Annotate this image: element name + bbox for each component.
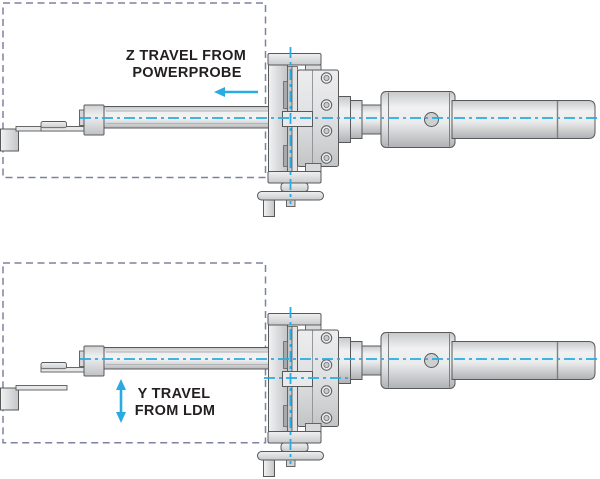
spindle-neck bbox=[361, 104, 382, 135]
bolt-center-icon bbox=[323, 102, 330, 109]
z-travel-boundary-box bbox=[2, 2, 267, 179]
stylus-contact-pad bbox=[40, 121, 67, 129]
workpiece-bracket bbox=[0, 385, 68, 411]
bolt-center-icon bbox=[323, 154, 330, 161]
workpiece-block bbox=[0, 128, 19, 152]
bolt-center-icon bbox=[323, 127, 330, 134]
cross-slide-block bbox=[282, 111, 313, 127]
collar-pin-hole bbox=[424, 112, 439, 127]
spindle-collar bbox=[380, 91, 456, 148]
down-arrow-head bbox=[116, 412, 126, 423]
flange-column-assembly bbox=[256, 306, 340, 478]
left-arrow-head bbox=[214, 87, 225, 97]
y-travel-arrow-icon bbox=[116, 379, 126, 423]
up-arrow-head bbox=[116, 379, 126, 390]
column-bottom-cap bbox=[267, 171, 322, 184]
column-top-cap bbox=[267, 53, 322, 66]
z-travel-diagram: Z TRAVEL FROM POWERPROBE bbox=[0, 2, 600, 217]
spindle-ring-large bbox=[338, 96, 351, 143]
stylus-holder bbox=[83, 104, 105, 136]
flange-column-assembly bbox=[257, 47, 339, 217]
column-bottom-step bbox=[305, 163, 322, 172]
y-travel-boundary-box bbox=[2, 262, 267, 444]
base-stem bbox=[280, 182, 309, 192]
z-travel-arrow-icon bbox=[214, 87, 258, 97]
flange-bolts bbox=[320, 72, 333, 164]
spindle-ring-medium bbox=[350, 100, 363, 139]
workpiece-block bbox=[0, 387, 19, 411]
base-post bbox=[263, 199, 275, 217]
spindle-shaft bbox=[451, 100, 596, 139]
z-travel-label-line2: POWERPROBE bbox=[132, 65, 241, 81]
y-travel-label-line2: FROM LDM bbox=[135, 403, 216, 419]
y-travel-diagram: Y TRAVEL FROM LDM bbox=[0, 262, 600, 478]
z-travel-label-line1: Z TRAVEL FROM bbox=[126, 48, 246, 64]
y-travel-label-line1: Y TRAVEL bbox=[138, 386, 211, 402]
probe-spindle-assembly bbox=[40, 91, 596, 148]
workpiece-plate bbox=[15, 385, 68, 391]
bolt-center-icon bbox=[323, 75, 330, 82]
